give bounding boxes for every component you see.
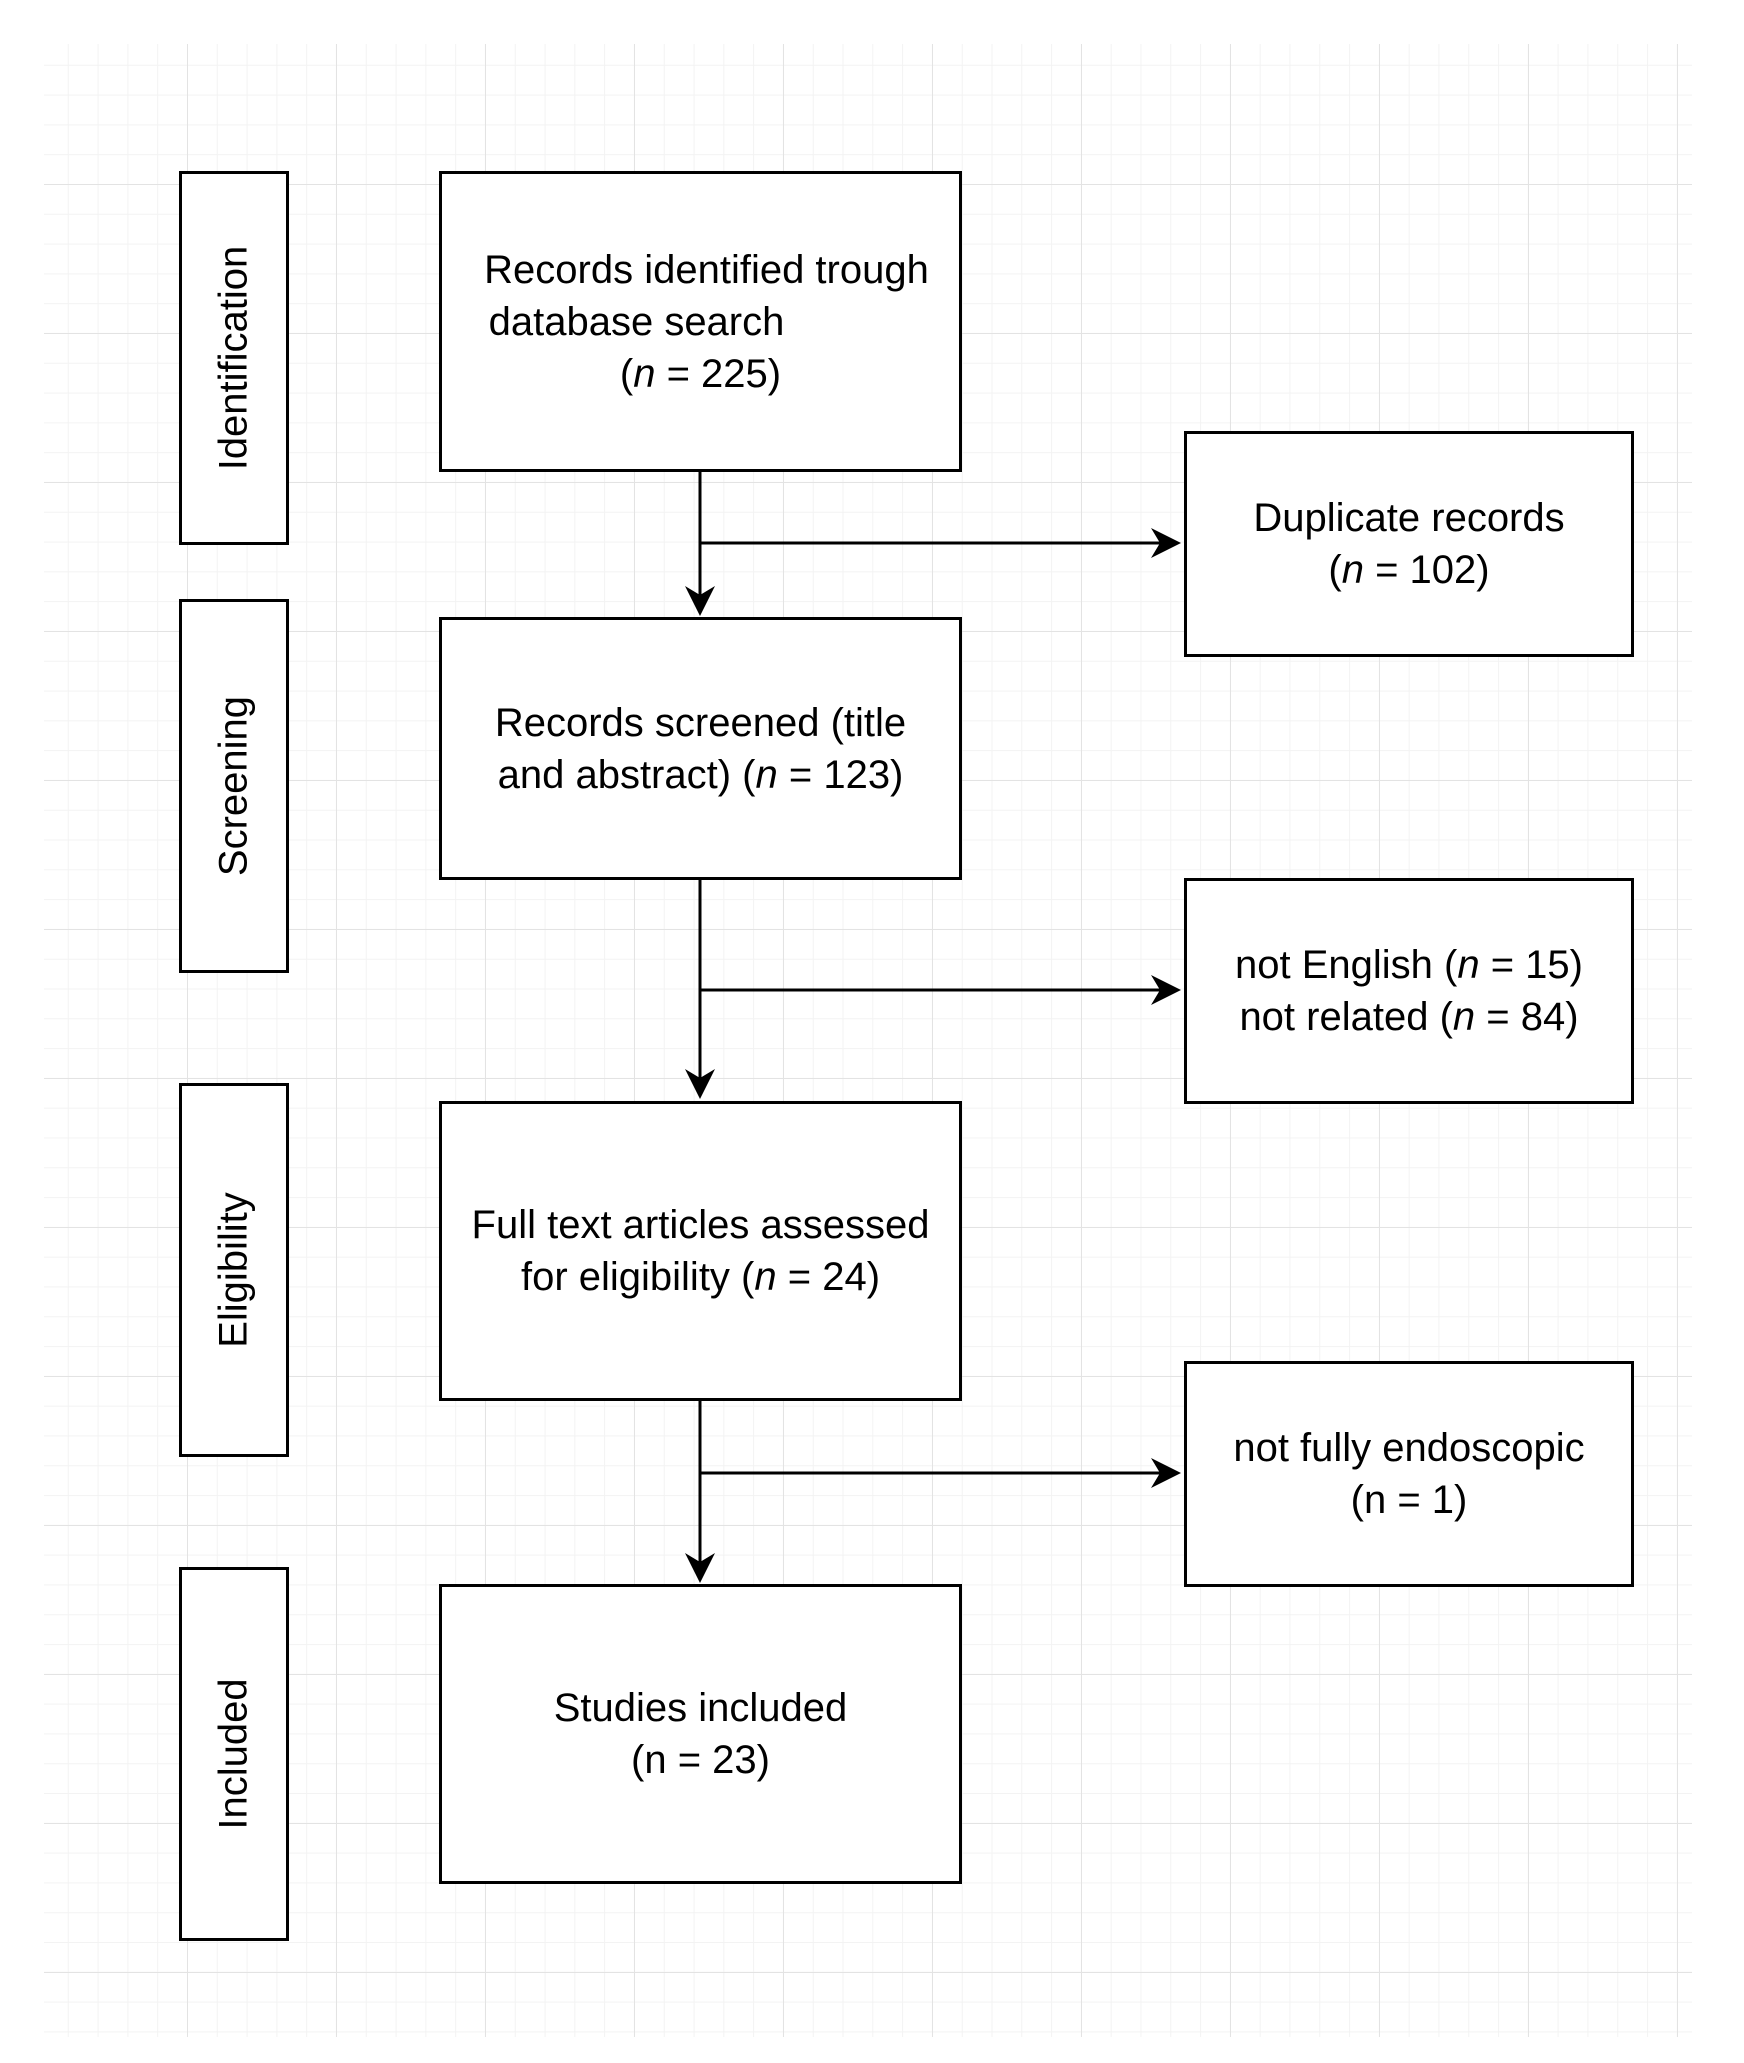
stage-screening: Screening <box>179 599 289 973</box>
box-line: (n = 225) <box>619 351 782 396</box>
records-identified-box: Records identified trough database searc… <box>439 171 962 472</box>
box-line: Studies included <box>553 1686 848 1730</box>
box-line: for eligibility (n = 24) <box>520 1255 881 1299</box>
box-line: and abstract) (n = 123) <box>497 752 904 797</box>
box-line: (n = 102) <box>1328 548 1490 592</box>
box-line: not related (n = 84) <box>1239 995 1579 1039</box>
box-line: Records identified trough <box>484 247 929 292</box>
stage-label: Eligibility <box>211 1192 256 1348</box>
stage-label: Identification <box>211 245 256 471</box>
stage-identification: Identification <box>179 171 289 545</box>
box-line: (n = 1) <box>1350 1478 1468 1522</box>
duplicate-records-box: Duplicate records (n = 102) <box>1184 431 1634 657</box>
stage-label: Included <box>211 1678 256 1830</box>
eligibility-exclusions-box: not fully endoscopic (n = 1) <box>1184 1361 1634 1587</box>
box-line: Records screened (title <box>494 700 907 745</box>
studies-included-box: Studies included (n = 23) <box>439 1584 962 1884</box>
box-line: not fully endoscopic <box>1233 1426 1585 1470</box>
box-line: (n = 23) <box>631 1738 770 1782</box>
screening-exclusions-box: not English (n = 15) not related (n = 84… <box>1184 878 1634 1104</box>
full-text-assessed-box: Full text articles assessed for eligibil… <box>439 1101 962 1401</box>
stage-eligibility: Eligibility <box>179 1083 289 1457</box>
box-line: database search <box>488 299 785 344</box>
box-line: Full text articles assessed <box>471 1203 930 1247</box>
stage-included: Included <box>179 1567 289 1941</box>
records-screened-box: Records screened (title and abstract) (n… <box>439 617 962 880</box>
box-line: not English (n = 15) <box>1235 943 1583 987</box>
stage-label: Screening <box>211 695 256 877</box>
box-line: Duplicate records <box>1253 496 1565 540</box>
